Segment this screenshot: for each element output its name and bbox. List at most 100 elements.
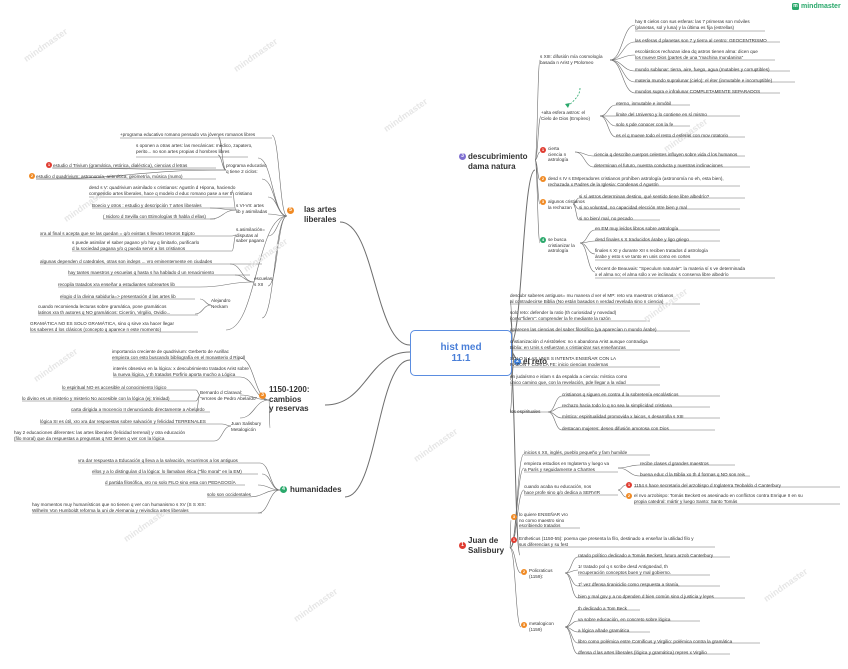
node-text[interactable]: lógica SI es útil, xro xra dar respuesta…: [40, 419, 206, 424]
node-text[interactable]: lo quiere ENSEÑAR vro no como maestro si…: [519, 512, 568, 529]
node-text[interactable]: determinan el futuro, nuestra conducta y…: [594, 163, 723, 168]
node-text[interactable]: carta dirigida a Inocencio II denunciand…: [71, 407, 205, 412]
node-text[interactable]: +alta esfera astros: el Cielo de Dios (E…: [541, 110, 591, 121]
node-text[interactable]: ( Isidoro d Sevilla con Etimologías th h…: [103, 214, 206, 219]
connector-line: [324, 351, 411, 406]
node-text[interactable]: vra dar respuesta a Educación q lleva a …: [78, 458, 238, 463]
branch-el-reto[interactable]: el reto: [523, 357, 548, 366]
node-text[interactable]: s oponen a otras artes: las mecánicas: m…: [136, 143, 253, 154]
node-text[interactable]: hay 2 educaciones diferentes: las artes …: [14, 430, 186, 441]
node-text[interactable]: cierta ciencia n astrología: [548, 146, 569, 163]
node-text[interactable]: Juan Salisbury Metalogicón: [231, 421, 262, 432]
node-text[interactable]: va sobre educación, en concreto sobre ló…: [578, 617, 671, 622]
node-text[interactable]: dfensa d las artes liberales (lógica y g…: [578, 650, 707, 655]
node-text[interactable]: programa educativo q tiene 2 ciclos:: [226, 163, 267, 174]
node-text[interactable]: +programa educativo romano pensado vra j…: [120, 132, 256, 137]
node-text[interactable]: rechazo hacia todo lo q no sea la simpli…: [562, 403, 672, 408]
node-text[interactable]: mística: espiritualidad promovida x laic…: [562, 414, 684, 419]
node-text[interactable]: estudio d Trivium (gramática, retórica, …: [53, 163, 188, 168]
node-text[interactable]: 1154 s hace secretario del arzobispo d I…: [634, 483, 781, 488]
node-text[interactable]: lo divino es un misterio y misterio No a…: [22, 396, 170, 401]
node-text[interactable]: metalogicon (1159): [529, 621, 554, 632]
node-text[interactable]: estudio d quadrivium: astronomía, aritmé…: [36, 174, 183, 179]
node-text[interactable]: cristianización d Aristóteles: no s aban…: [510, 339, 648, 350]
node-text[interactable]: empieza estudios en Inglaterra y luego v…: [524, 461, 610, 472]
node-text[interactable]: inicios s XII, inglés, pueblo pequeño y …: [524, 450, 628, 455]
node-text[interactable]: buena educ d la Biblia xo th d formas q …: [640, 472, 745, 477]
node-text[interactable]: Vincent de Beauvais: "Speculum naturale"…: [595, 266, 746, 277]
node-text[interactable]: si no voluntad, no capacidad elección nt…: [579, 205, 687, 210]
node-text[interactable]: GRAMÁTICA NO ES SOLO GRAMÁTICA, sino q s…: [30, 321, 174, 332]
node-text[interactable]: d partida filosófica, xro no solo FILO s…: [105, 480, 236, 485]
node-text[interactable]: Alejandro Neckam: [211, 298, 231, 309]
node-text[interactable]: recibe clases d grandes maestros: [640, 461, 709, 466]
node-text[interactable]: las esferas d planetas son 7 y tierra al…: [635, 38, 767, 43]
node-text[interactable]: xra al final s acepta que se las quedan …: [40, 231, 195, 236]
node-text[interactable]: límite del Universo y lo contiene en sí …: [616, 112, 707, 117]
node-text[interactable]: recopila tratados xra enseñar a estudian…: [58, 282, 175, 287]
root-topic[interactable]: hist med 11.1: [410, 330, 512, 376]
node-text[interactable]: es el q mueve todo el resto d esferas co…: [616, 133, 729, 138]
node-text[interactable]: libro como polémica entre Cornificus y V…: [578, 639, 733, 644]
node-text[interactable]: SOLO N LAS UNIS S INTENTA ENSEÑAR CON LA…: [510, 356, 617, 367]
node-text[interactable]: cuando recomienda lecturas sobre gramáti…: [38, 304, 171, 315]
node-text[interactable]: th dedicado a Tom Beck: [578, 606, 627, 611]
node-text[interactable]: mundo sublunar: tierra, aire, fuego, agu…: [635, 67, 770, 72]
node-text[interactable]: finales s XI y durante XII s reciben tra…: [595, 248, 708, 259]
node-text[interactable]: escolásticos rechazan idea dq astros tie…: [635, 49, 758, 60]
node-text[interactable]: 1º vez dfensa tiranicidio como respuesta…: [578, 582, 680, 587]
branch-humanidades[interactable]: humanidades: [290, 485, 342, 494]
node-text[interactable]: Entheticus (1150-55): poema que presenta…: [519, 536, 694, 547]
node-text[interactable]: solo reto: defender la ratio (th curiosi…: [510, 310, 617, 321]
node-text[interactable]: en judaísmo e islam s da espalda a cienc…: [510, 374, 628, 385]
node-text[interactable]: importancia creciente de quadrivium: Ger…: [112, 349, 245, 360]
node-text[interactable]: solo s pde conocer con la fe: [616, 122, 674, 127]
node-text[interactable]: se busca cristianizar la astrología: [548, 237, 575, 254]
branch-cambios-reservas[interactable]: 1150-1200: cambios y reservas: [269, 385, 310, 413]
node-text[interactable]: algunas dependen d catedrales, otras son…: [40, 259, 213, 264]
node-text[interactable]: los espirituales: [510, 409, 541, 414]
mindmaster-logo[interactable]: m mindmaster: [792, 3, 841, 10]
node-text[interactable]: desd finales s X traducidos árabe y ligo…: [595, 237, 689, 242]
node-text[interactable]: aparecen las ciencias del saber filosófi…: [510, 327, 657, 332]
branch-juan-salisbury[interactable]: Juan de Salisbury: [468, 536, 505, 555]
node-text[interactable]: s puede asimilar el saber pagano y/o hay…: [72, 240, 200, 251]
node-text[interactable]: cuando acaba su educación, nos hace prof…: [524, 484, 601, 495]
node-text[interactable]: Policraticus (1159):: [529, 568, 553, 579]
node-text[interactable]: elogio d la divina sabiduría=> presentac…: [60, 294, 176, 299]
node-text[interactable]: Bernardo d Claraval: "errores de Pedro A…: [200, 390, 258, 401]
node-text[interactable]: bien y mal gov y a no dpenden d bien com…: [578, 594, 714, 599]
node-text[interactable]: s XIII: difusión mía cosmología basada n…: [540, 54, 603, 65]
node-text[interactable]: solo son occidentales: [207, 492, 251, 497]
node-text[interactable]: hay momentos muy humanísticos que no tie…: [32, 502, 206, 513]
node-text[interactable]: algunos cristianos la rechazan: [548, 199, 585, 210]
node-text[interactable]: cristianos q siguen en contra d la sobre…: [562, 392, 679, 397]
node-text[interactable]: ratado político dedicado a Tomás Beckett…: [578, 553, 713, 558]
branch-descubrimiento[interactable]: descubrimiento dama natura: [468, 152, 528, 171]
node-text[interactable]: lo espiritual NO es accesible al conocim…: [62, 385, 167, 390]
node-text[interactable]: ciencia q describe cuerpos celestes infl…: [594, 152, 738, 157]
node-text[interactable]: Boecio y otros : estudio y descripción 7…: [92, 203, 202, 208]
node-text[interactable]: s VI-VII: artes lib y asimiladas: [236, 203, 268, 214]
node-text[interactable]: en EM muy leídos libros sobre astrología: [595, 226, 679, 231]
node-text[interactable]: s.asimilación= disputas al saber pagano: [236, 227, 265, 244]
node-text[interactable]: materia mundo supralunar (cielo): el éte…: [635, 78, 773, 83]
connector-line: [339, 221, 411, 346]
node-text[interactable]: desd s IV s EMperadores cristianos prohí…: [548, 176, 724, 187]
node-text[interactable]: a lógica añade gramática: [578, 628, 630, 633]
node-text[interactable]: si no bien/ mal, no pecado: [579, 216, 633, 221]
node-text[interactable]: eterno, inmutable e inmóbil: [616, 101, 672, 106]
branch-artes-liberales[interactable]: las artes liberales: [304, 205, 337, 224]
node-text[interactable]: ellos y a lo distinguían d la lógica: lo…: [92, 469, 242, 474]
node-text[interactable]: el nvo arzobispo: Tomás Beckett es asesi…: [634, 493, 803, 504]
node-text[interactable]: interés obsesivo en la lógica: x descubr…: [113, 366, 249, 377]
node-text[interactable]: hay 8 cielos con sus esferas: las 7 prim…: [635, 19, 750, 30]
node-text[interactable]: destacan mujeres: deseo difusión amorosa…: [562, 426, 669, 431]
node-text[interactable]: descubr saberes antiguos= mu manera d ve…: [510, 293, 674, 304]
node-text[interactable]: hay tantes maestros y escuelas q hasta s…: [68, 270, 215, 275]
node-text[interactable]: escuelas s XII: [254, 276, 273, 287]
node-text[interactable]: 1r tratado pol q s scribe desd Antigüeda…: [578, 564, 671, 575]
node-text[interactable]: desd s V: quadrivium asimilado x cristia…: [89, 185, 253, 196]
node-text[interactable]: mundos supra e infralunar COMPLETAMENTE …: [635, 89, 761, 94]
node-text[interactable]: si sí astros determinan destino, qué sen…: [579, 194, 710, 199]
